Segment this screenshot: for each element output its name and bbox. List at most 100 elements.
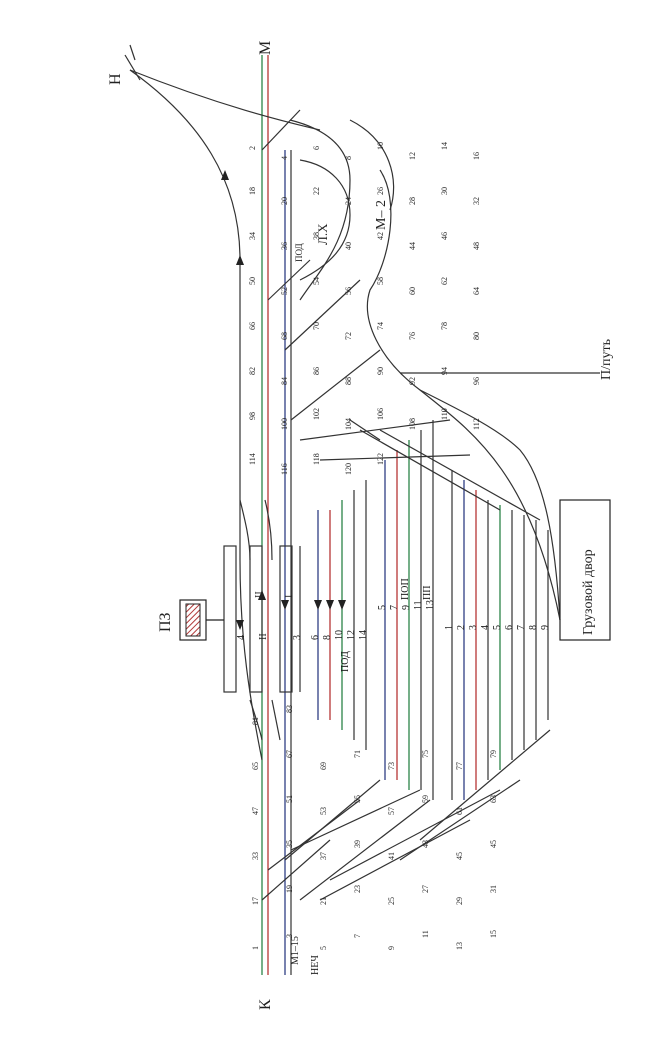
switch-label: 94 bbox=[440, 367, 449, 375]
switch-label: 118 bbox=[312, 453, 321, 465]
switch-label: 65 bbox=[251, 762, 260, 770]
switch-label: 58 bbox=[376, 277, 385, 285]
switch-label: 59 bbox=[421, 795, 430, 803]
switch-label: 80 bbox=[472, 332, 481, 340]
switch-label: 13 bbox=[455, 942, 464, 950]
switch-label: 114 bbox=[248, 453, 257, 465]
track-number: 10 bbox=[334, 630, 345, 640]
switch-label: 96 bbox=[472, 377, 481, 385]
switch-label: 48 bbox=[472, 242, 481, 250]
switch-label: 74 bbox=[376, 322, 385, 330]
switch-label: 27 bbox=[421, 885, 430, 893]
endpoint-m: М bbox=[257, 41, 274, 55]
switch-label: 19 bbox=[285, 885, 294, 893]
switch-label: 8 bbox=[344, 156, 353, 160]
switch-label: 70 bbox=[312, 322, 321, 330]
endpoint-p-put: П/путь bbox=[599, 339, 614, 380]
switch-label: 33 bbox=[251, 852, 260, 860]
switch-label: 31 bbox=[489, 885, 498, 893]
switch-label: 90 bbox=[376, 367, 385, 375]
track-number: 8 bbox=[322, 635, 333, 640]
switch-label: 116 bbox=[280, 463, 289, 475]
switch-label: 83 bbox=[285, 705, 294, 713]
endpoint-m2: М– 2 bbox=[374, 200, 389, 230]
switch-label: 55 bbox=[353, 795, 362, 803]
switch-label: 73 bbox=[387, 762, 396, 770]
switch-label: 57 bbox=[387, 807, 396, 815]
label-cargo-yard: Грузовой двор bbox=[581, 549, 596, 635]
switch-label: 37 bbox=[319, 852, 328, 860]
track-number: 6 bbox=[504, 625, 515, 630]
switch-label: 9 bbox=[387, 946, 396, 950]
label-pop: ПОП bbox=[400, 578, 411, 600]
switch-label: 20 bbox=[280, 197, 289, 205]
switch-label: 78 bbox=[440, 322, 449, 330]
track-number: 4 bbox=[236, 635, 247, 640]
switch-label: 98 bbox=[248, 412, 257, 420]
switch-label: 52 bbox=[280, 287, 289, 295]
switch-label: 36 bbox=[280, 242, 289, 250]
switch-label: 47 bbox=[251, 807, 260, 815]
switch-label: 16 bbox=[472, 152, 481, 160]
label-pod-upper: ПОД bbox=[294, 243, 304, 262]
switch-label: 45 bbox=[489, 840, 498, 848]
switch-label: 45 bbox=[455, 852, 464, 860]
switch-label: 38 bbox=[312, 232, 321, 240]
track-number: II bbox=[258, 633, 269, 640]
switch-label: 100 bbox=[280, 418, 289, 430]
switch-label: 82 bbox=[248, 367, 257, 375]
switch-label: 110 bbox=[440, 408, 449, 420]
switch-label: 10 bbox=[376, 142, 385, 150]
switch-label: 26 bbox=[376, 187, 385, 195]
switch-label: 7 bbox=[353, 934, 362, 938]
switch-label: 32 bbox=[472, 197, 481, 205]
switch-label: 29 bbox=[455, 897, 464, 905]
switch-label: 2 bbox=[248, 146, 257, 150]
track-number: 13 bbox=[425, 600, 436, 610]
track-number: 12 bbox=[346, 630, 357, 640]
switch-label: 44 bbox=[408, 242, 417, 250]
switch-label: 12 bbox=[408, 152, 417, 160]
label-pz: ПЗ bbox=[157, 612, 174, 632]
track-number: 7 bbox=[516, 625, 527, 630]
label-roman-1: I bbox=[284, 595, 295, 598]
switch-label: 30 bbox=[440, 187, 449, 195]
switch-label: 63 bbox=[489, 795, 498, 803]
switch-label: 62 bbox=[440, 277, 449, 285]
switch-label: 28 bbox=[408, 197, 417, 205]
endpoint-n: Н bbox=[107, 73, 124, 85]
track-number: 2 bbox=[456, 625, 467, 630]
switch-label: 108 bbox=[408, 418, 417, 430]
endpoint-k: К bbox=[257, 999, 274, 1010]
switch-label: 3 bbox=[285, 934, 294, 938]
switch-label: 120 bbox=[344, 463, 353, 475]
switch-label: 102 bbox=[312, 408, 321, 420]
track-number: 9 bbox=[401, 605, 412, 610]
switch-label: 79 bbox=[489, 750, 498, 758]
switch-label: 86 bbox=[312, 367, 321, 375]
switch-label: 11 bbox=[421, 930, 430, 938]
switch-label: 92 bbox=[408, 377, 417, 385]
switch-label: 66 bbox=[248, 322, 257, 330]
track-number: 11 bbox=[413, 600, 424, 610]
switch-label: 69 bbox=[319, 762, 328, 770]
switch-label: 6 bbox=[312, 146, 321, 150]
label-roman-2: II bbox=[254, 591, 265, 598]
switch-label: 76 bbox=[408, 332, 417, 340]
track-number: 8 bbox=[528, 625, 539, 630]
switch-label: 53 bbox=[319, 807, 328, 815]
track-number: 3 bbox=[468, 625, 479, 630]
switch-label: 41 bbox=[387, 852, 396, 860]
label-pod-lower: ПОД bbox=[340, 651, 351, 672]
switch-label: 88 bbox=[344, 377, 353, 385]
switch-label: 77 bbox=[455, 762, 464, 770]
switch-label: 25 bbox=[387, 897, 396, 905]
switch-label: 60 bbox=[408, 287, 417, 295]
switch-label: 40 bbox=[344, 242, 353, 250]
switch-label: 84 bbox=[280, 377, 289, 385]
track-number: 1 bbox=[444, 625, 455, 630]
switch-label: 43 bbox=[421, 840, 430, 848]
track-number: 14 bbox=[358, 630, 369, 640]
